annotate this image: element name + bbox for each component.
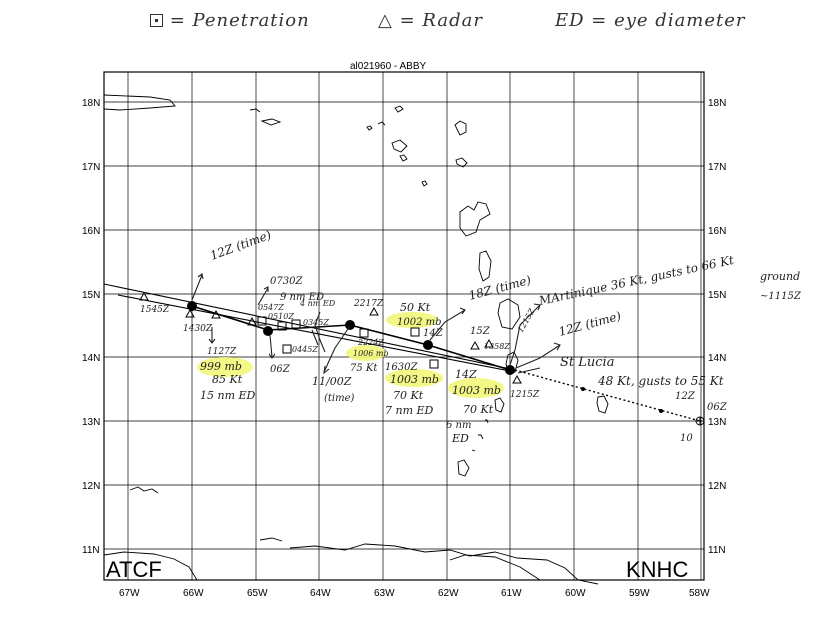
annotation-pressure: 1003 mb (452, 384, 501, 397)
lat-label-left: 15N (82, 290, 100, 301)
radar-icon: △ (378, 10, 393, 31)
annotation: 70 Kt (393, 389, 424, 402)
annotation: ~1115Z (760, 291, 802, 302)
annotation: 1127Z (207, 347, 237, 357)
lat-label-left: 13N (82, 417, 100, 428)
annotation: 50 Kt (400, 301, 431, 314)
lon-label: 65W (247, 588, 268, 599)
annotation-arrows (191, 273, 561, 375)
lon-label: 60W (565, 588, 586, 599)
lat-label-right: 15N (708, 290, 726, 301)
annotation-pressure: 999 mb (200, 360, 242, 373)
annotation: 2224Z (357, 338, 384, 347)
annotation: 10 (680, 433, 693, 444)
lat-label-left: 14N (82, 353, 100, 364)
annotation: 4 nm ED (299, 299, 336, 308)
lat-label-left: 12N (82, 481, 100, 492)
annotation: St Lucia (560, 355, 614, 370)
atcf-watermark: ATCF (106, 557, 162, 582)
map-title: al021960 - ABBY (350, 61, 427, 72)
lon-label: 62W (438, 588, 459, 599)
annotation: 1358Z (484, 342, 510, 351)
lat-label-left: 18N (82, 98, 100, 109)
legend-radar: △ = Radar (378, 10, 483, 31)
annotation: 06Z (270, 364, 291, 375)
annotation: 70 Kt (463, 403, 494, 416)
genesis-marker (695, 416, 705, 426)
annotation: 18Z (time) (467, 273, 533, 303)
annotation: (time) (324, 393, 355, 404)
annotation: ground (760, 270, 800, 283)
lat-label-left: 11N (82, 545, 100, 556)
lon-label: 58W (689, 588, 710, 599)
annotation-pressure: 1002 mb (397, 317, 442, 328)
annotation: ED (451, 432, 469, 445)
annotation: 0510Z (268, 312, 294, 321)
annotation: 48 Kt, gusts to 55 Kt (597, 374, 724, 388)
annotation: 0345Z (303, 318, 329, 327)
lon-label: 59W (629, 588, 650, 599)
storm-positions (187, 301, 663, 413)
annotation: 85 Kt (212, 373, 243, 386)
lon-label: 61W (501, 588, 522, 599)
annotation: 0445Z (292, 345, 318, 354)
storm-position-icon (187, 301, 197, 311)
map-frame (103, 71, 705, 581)
annotation: 1430Z (183, 324, 213, 334)
annotation: 14Z (455, 368, 477, 381)
storm-position-icon (263, 326, 273, 336)
annotation: 1545Z (140, 305, 170, 315)
lon-label: 66W (183, 588, 204, 599)
annotation-pressure: 1006 mb (353, 349, 389, 358)
storm-position-icon (423, 340, 433, 350)
annotation: 0730Z (270, 276, 303, 287)
annotation: 12Z (time) (557, 309, 623, 339)
annotation: 1215Z (510, 390, 540, 400)
grid (104, 72, 704, 580)
storm-position-icon (505, 365, 515, 375)
annotation: 6 nm (446, 420, 471, 431)
lat-label-right: 16N (708, 226, 726, 237)
lat-label-left: 17N (82, 162, 100, 173)
legend-eye-diameter: ED = eye diameter (555, 10, 746, 31)
annotation: 15 nm ED (200, 389, 256, 402)
lon-label: 63W (374, 588, 395, 599)
lon-label: 67W (119, 588, 140, 599)
highlighter-marks (197, 312, 504, 398)
penetration-icon (150, 14, 163, 27)
radar-fixes (139, 291, 522, 384)
annotation: 9 nm ED (280, 292, 324, 303)
coastlines (103, 94, 609, 585)
annotation: 11/00Z (312, 375, 352, 388)
lat-label-right: 18N (708, 98, 726, 109)
penetration-fixes (257, 316, 439, 369)
annotation: 15Z (470, 326, 491, 337)
annotation: 7 nm ED (385, 404, 434, 417)
annotation: 12Z (time) (208, 228, 273, 263)
annotation: 2217Z (353, 299, 384, 309)
annotation: 12Z (675, 391, 696, 402)
lat-label-left: 16N (82, 226, 100, 237)
annotation: 75 Kt (350, 363, 378, 374)
annotation: 1630Z (385, 362, 418, 373)
lat-label-right: 17N (708, 162, 726, 173)
lat-label-right: 13N (708, 417, 726, 428)
lat-label-right: 14N (708, 353, 726, 364)
lat-label-right: 11N (708, 545, 726, 556)
annotation: MArtinique 36 Kt, gusts to 66 Kt (537, 253, 736, 308)
annotation: 14Z (423, 328, 444, 339)
annotation: 06Z (707, 402, 728, 413)
storm-position-icon (345, 320, 355, 330)
legend-penetration: = Penetration (150, 10, 310, 31)
lon-label: 64W (310, 588, 331, 599)
lat-label-right: 12N (708, 481, 726, 492)
knhc-watermark: KNHC (626, 557, 688, 582)
annotation-pressure: 1003 mb (390, 373, 439, 386)
annotation: 0547Z (258, 303, 284, 312)
